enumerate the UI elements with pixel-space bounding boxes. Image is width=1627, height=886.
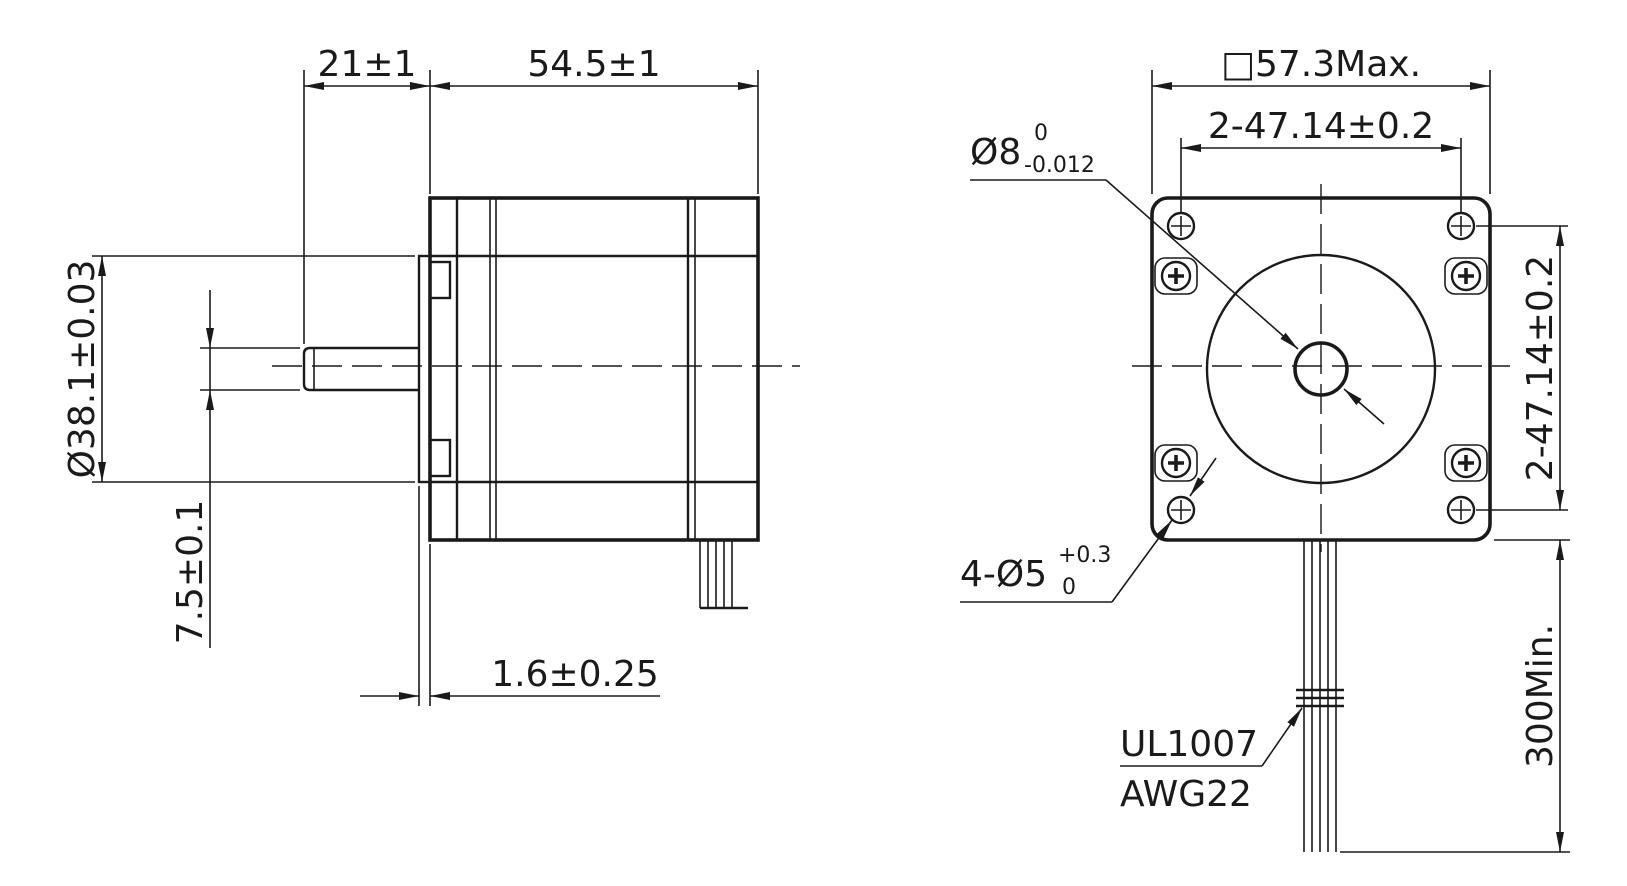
- label-shaft-length: 21±1: [318, 44, 417, 85]
- mount-hole-tr: [1446, 211, 1476, 241]
- label-mount-tol-lower: 0: [1062, 575, 1076, 600]
- screw-icon: [1154, 444, 1198, 482]
- front-shaft: [1293, 341, 1349, 397]
- label-flange-thickness: 1.6±0.25: [491, 654, 659, 695]
- label-shaft-tol-upper: 0: [1034, 121, 1048, 146]
- label-wire-spec-2: AWG22: [1120, 774, 1252, 815]
- side-lead-wires: [699, 540, 748, 610]
- pilot-boss: [1205, 253, 1437, 485]
- label-shaft-flat: 7.5±0.1: [170, 500, 211, 645]
- mount-hole-br: [1446, 495, 1476, 525]
- front-lead-wires: [1292, 538, 1348, 852]
- label-frame-size: □57.3Max.: [1221, 44, 1421, 85]
- leader-shaft-diameter: [970, 179, 1385, 425]
- side-extension-lines: [92, 70, 759, 706]
- motor-shaft: [302, 346, 420, 392]
- leader-mount-holes: [960, 457, 1217, 603]
- leader-wire-spec: [1120, 707, 1303, 767]
- label-hole-spacing-h: 2-47.14±0.2: [1208, 106, 1434, 147]
- label-shaft-diameter: Ø8: [970, 132, 1021, 173]
- screw-icon: [1444, 444, 1488, 482]
- label-body-length: 54.5±1: [527, 44, 660, 85]
- mount-hole-tl: [1166, 211, 1196, 241]
- mounting-holes: [1166, 211, 1476, 525]
- front-view: □57.3Max. 2-47.14±0.2 2-47.14±0.2 300Min…: [960, 44, 1570, 853]
- label-shaft-tol-lower: -0.012: [1024, 153, 1095, 178]
- label-mount-holes: 4-Ø5: [960, 554, 1047, 595]
- screw-icon: [1444, 257, 1488, 295]
- label-pilot-diameter: Ø38.1±0.03: [62, 260, 103, 479]
- motor-body: [428, 196, 760, 542]
- frame-screws: [1154, 257, 1488, 482]
- label-lead-length: 300Min.: [1520, 624, 1561, 768]
- mount-hole-bl: [1166, 495, 1196, 525]
- label-mount-tol-upper: +0.3: [1058, 543, 1111, 568]
- screw-icon: [1154, 257, 1198, 295]
- label-wire-spec-1: UL1007: [1120, 724, 1258, 765]
- label-hole-spacing-v: 2-47.14±0.2: [1520, 255, 1561, 481]
- side-view: 21±1 54.5±1 Ø38.1±0.03 7.5±0.1 1.6±0.25: [62, 44, 800, 706]
